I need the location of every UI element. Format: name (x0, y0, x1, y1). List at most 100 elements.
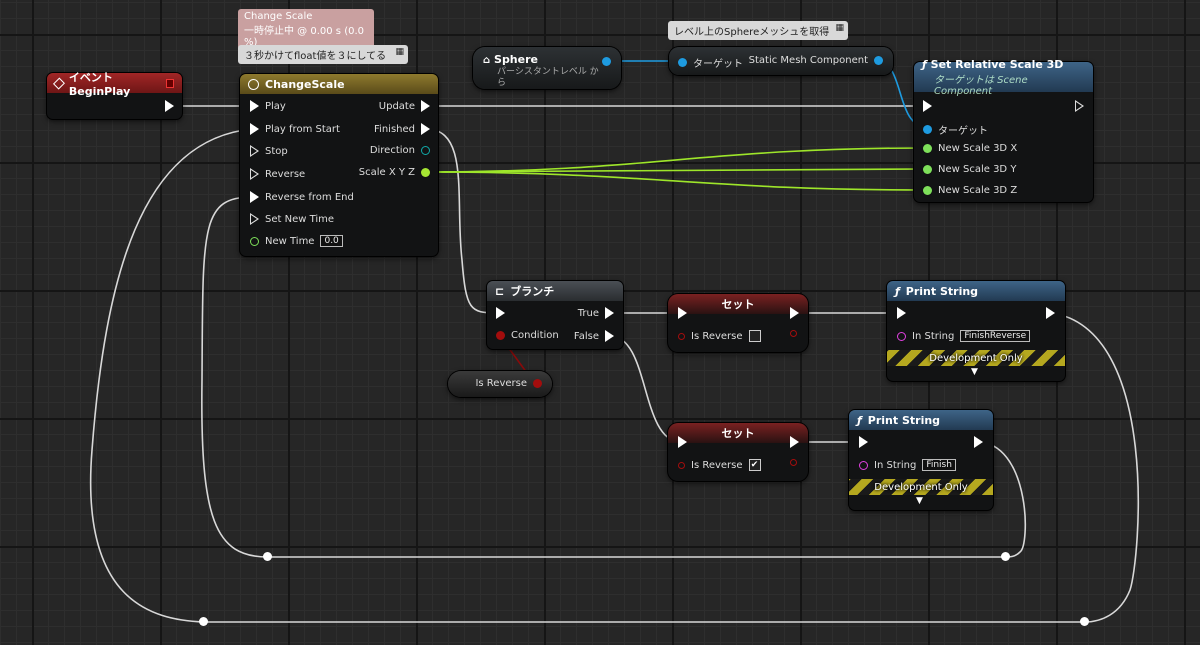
exec-out-pin[interactable] (1046, 307, 1055, 319)
home-icon: ⌂ (483, 55, 491, 66)
expand-arrow-icon[interactable]: ▼ (916, 496, 923, 506)
reroute-knot[interactable] (263, 552, 272, 561)
string-in-pin[interactable] (859, 460, 868, 470)
pin-true: True (577, 307, 599, 319)
new-time-input[interactable]: 0.0 (320, 235, 343, 247)
float-in-pin[interactable] (923, 186, 932, 195)
function-icon: ƒ (922, 57, 927, 71)
mesh-comment[interactable]: レベル上のSphereメッシュを取得 ▦ (668, 21, 848, 40)
target-label: ターゲット (938, 126, 988, 137)
timeline-status-title: Change Scale (244, 11, 313, 22)
set-scale-subtitle: ターゲットは Scene Component (934, 74, 1028, 97)
exec-out-pin[interactable] (605, 307, 614, 319)
exec-out-pin[interactable] (605, 330, 614, 342)
event-diamond-icon (52, 77, 65, 89)
pin-update: Update (378, 100, 415, 112)
reroute-knot[interactable] (1001, 552, 1010, 561)
in-string-input[interactable]: Finish (922, 459, 956, 471)
set-title: セット (721, 298, 755, 311)
event-title: イベント BeginPlay (68, 70, 131, 98)
expand-arrow-icon[interactable]: ▼ (971, 367, 978, 377)
set-is-reverse-node-1[interactable]: セット Is Reverse (668, 294, 808, 352)
exec-out-pin[interactable] (974, 436, 983, 448)
exec-out-pin[interactable] (790, 307, 799, 319)
is-reverse-getter-node[interactable]: Is Reverse (448, 371, 552, 397)
float-in-pin[interactable] (923, 144, 932, 153)
exec-in-pin[interactable] (250, 145, 259, 157)
component-label: Static Mesh Component (748, 55, 868, 66)
enum-out-pin[interactable] (421, 146, 430, 155)
pin-new-time: New Time (265, 235, 315, 247)
pin-comment-icon[interactable]: ▦ (835, 23, 844, 33)
in-string-label: In String (912, 330, 955, 342)
exec-in-pin[interactable] (923, 100, 932, 112)
object-out-pin[interactable] (874, 56, 883, 65)
pin-false: False (573, 330, 599, 342)
get-component-node[interactable]: ターゲット Static Mesh Component (669, 47, 893, 75)
pin-finished: Finished (374, 123, 415, 135)
float-in-pin[interactable] (923, 165, 932, 174)
exec-out-pin[interactable] (421, 100, 430, 112)
vector-out-pin[interactable] (421, 168, 430, 177)
exec-in-pin[interactable] (496, 307, 505, 319)
is-reverse-checkbox[interactable] (748, 330, 761, 342)
bool-out-pin[interactable] (790, 459, 797, 466)
in-string-label: In String (874, 459, 917, 471)
sphere-reference-node[interactable]: ⌂ Sphere パーシスタントレベル から (473, 47, 621, 89)
float-in-pin[interactable] (250, 236, 259, 246)
exec-in-pin[interactable] (897, 307, 906, 319)
bool-in-pin[interactable] (678, 461, 685, 469)
in-string-input[interactable]: FinishReverse (960, 330, 1031, 342)
timeline-comment[interactable]: ３秒かけてfloat値を３にしてる ▦ (238, 45, 408, 64)
bool-out-pin[interactable] (790, 330, 797, 337)
set-title: セット (721, 427, 755, 440)
exec-out-pin[interactable] (790, 436, 799, 448)
string-in-pin[interactable] (897, 331, 906, 341)
exec-out-pin[interactable] (1075, 100, 1084, 112)
reroute-knot[interactable] (199, 617, 208, 626)
target-label: ターゲット (693, 59, 743, 70)
set-relative-scale-node[interactable]: ƒ Set Relative Scale 3D ターゲットは Scene Com… (914, 58, 1093, 202)
pin-reverse-from-end: Reverse from End (265, 191, 354, 203)
object-out-pin[interactable] (602, 57, 611, 66)
pin-condition: Condition (511, 330, 559, 341)
exec-in-pin[interactable] (250, 191, 259, 203)
bool-in-pin[interactable] (496, 331, 505, 340)
branch-icon: ⊏ (495, 284, 505, 298)
set-is-reverse-node-2[interactable]: セット Is Reverse ✔ (668, 423, 808, 481)
timeline-status-bubble: Change Scale 一時停止中 @ 0.00 s (0.0 %) (238, 9, 374, 50)
exec-in-pin[interactable] (250, 123, 259, 135)
bool-out-pin[interactable] (533, 379, 542, 388)
pin-stop: Stop (265, 145, 288, 157)
exec-in-pin[interactable] (250, 168, 259, 180)
bool-in-pin[interactable] (678, 332, 685, 340)
exec-out-pin[interactable] (421, 123, 430, 135)
wire-finished-branch (425, 128, 498, 314)
pin-comment-icon[interactable]: ▦ (395, 47, 404, 57)
exec-in-pin[interactable] (678, 436, 687, 448)
set-scale-title: Set Relative Scale 3D (930, 57, 1064, 71)
is-reverse-label: Is Reverse (691, 459, 743, 471)
pin-scale-y: New Scale 3D Y (938, 164, 1017, 175)
object-in-pin[interactable] (923, 125, 932, 134)
exec-out-pin[interactable] (165, 100, 174, 112)
function-icon: ƒ (857, 413, 862, 427)
delegate-pin-icon[interactable] (166, 78, 174, 88)
exec-in-pin[interactable] (678, 307, 687, 319)
clock-icon (248, 78, 259, 90)
function-icon: ƒ (895, 284, 900, 298)
timeline-node[interactable]: ChangeScale Play Play from Start Stop Re… (240, 74, 438, 256)
object-in-pin[interactable] (678, 58, 687, 67)
branch-node[interactable]: ⊏ ブランチ Condition True False (487, 281, 623, 349)
pin-direction: Direction (369, 145, 415, 156)
event-beginplay-node[interactable]: イベント BeginPlay (47, 71, 182, 119)
is-reverse-checkbox[interactable]: ✔ (748, 459, 761, 471)
exec-in-pin[interactable] (859, 436, 868, 448)
exec-in-pin[interactable] (250, 213, 259, 225)
sphere-subtitle: パーシスタントレベル から (497, 67, 599, 88)
pin-scale-xyz: Scale X Y Z (358, 167, 415, 178)
reroute-knot[interactable] (1080, 617, 1089, 626)
exec-in-pin[interactable] (250, 100, 259, 112)
